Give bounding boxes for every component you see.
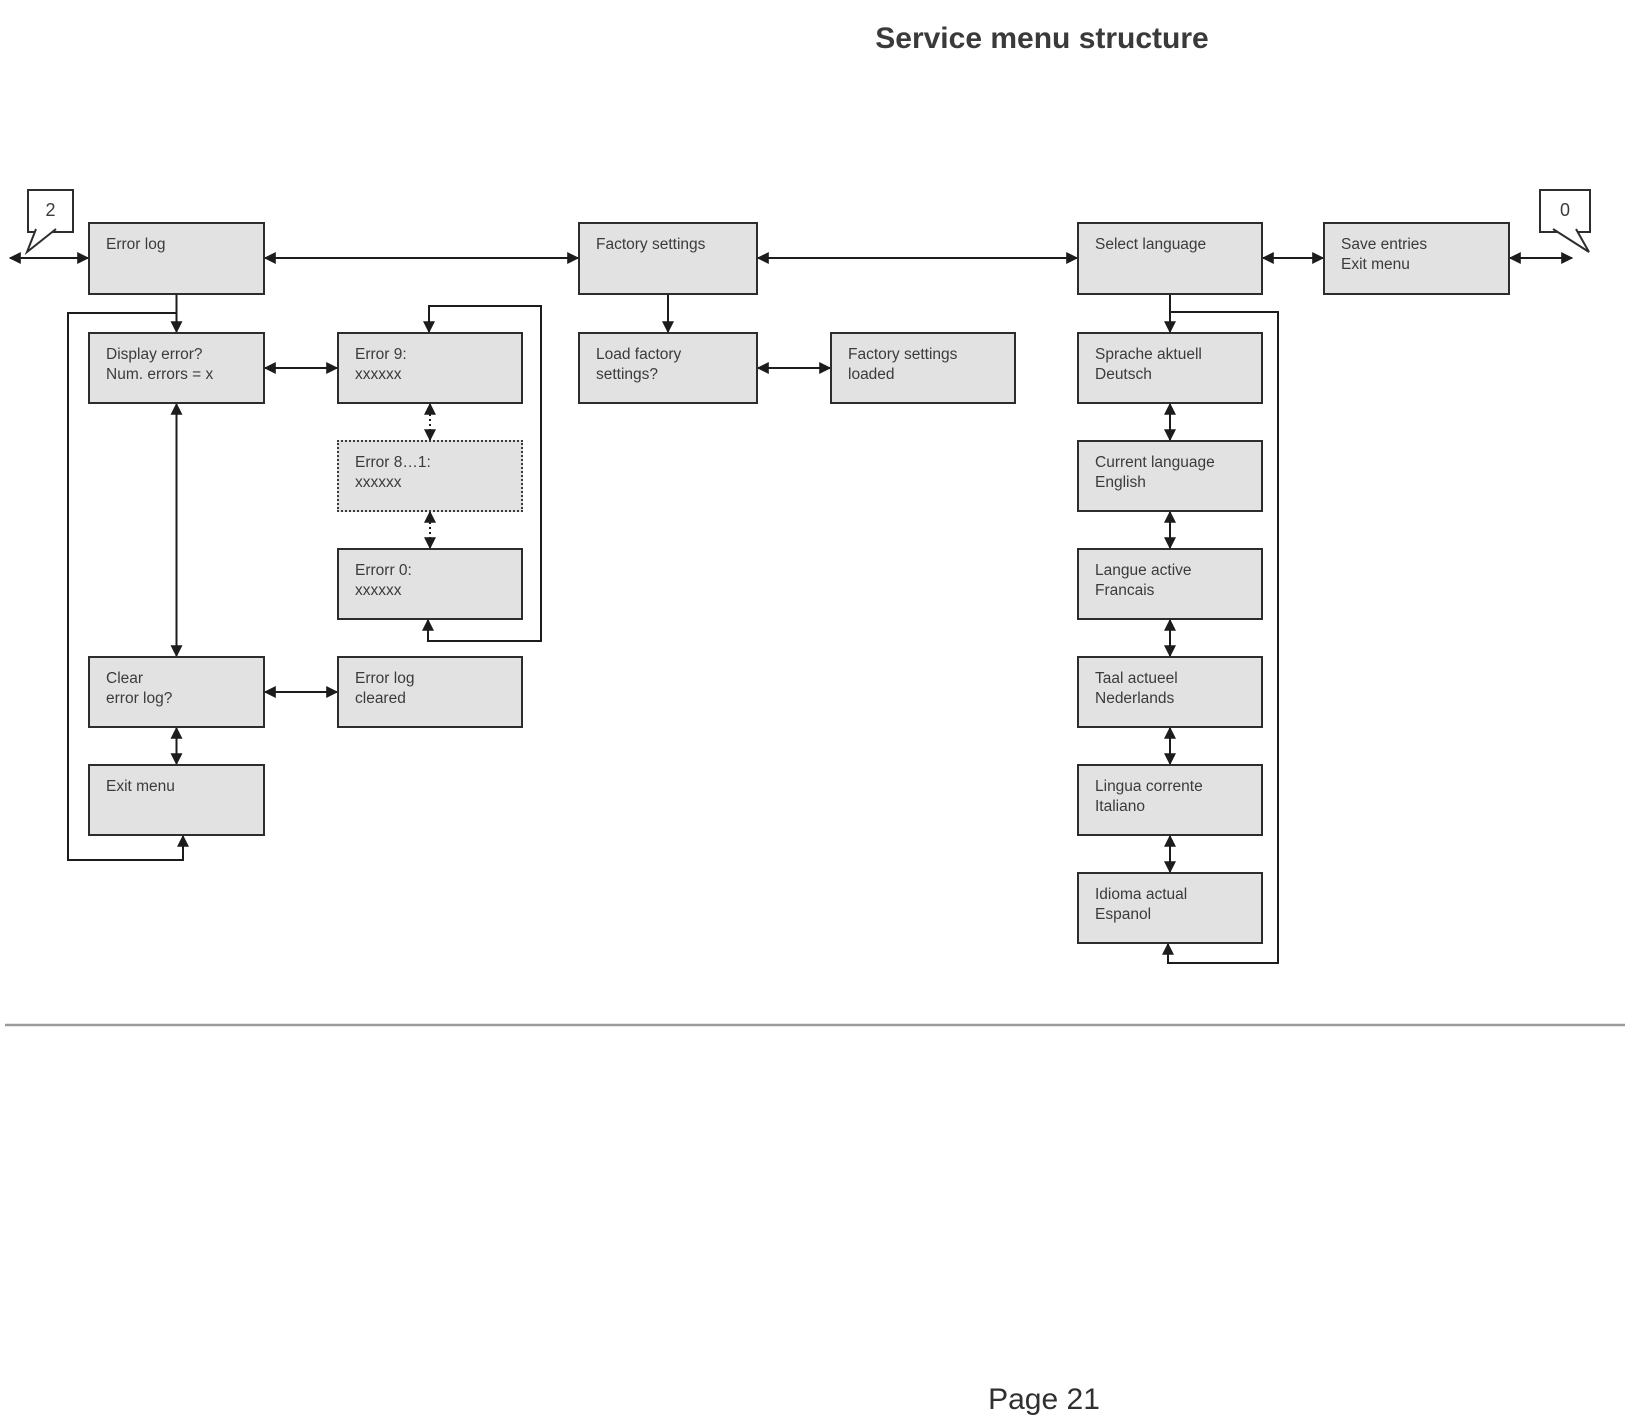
node-text-line: Taal actueel <box>1095 670 1178 687</box>
node-text-line: Exit menu <box>1341 255 1410 273</box>
node-text-line: Error log <box>355 670 415 687</box>
node-text-line: Sprache aktuell <box>1095 346 1202 363</box>
node-text-line: loaded <box>848 365 895 383</box>
node-text-line: Italiano <box>1095 797 1145 815</box>
node-text-line: Save entries <box>1341 236 1428 253</box>
loop-selectlang-idioma <box>1162 311 1279 964</box>
node-text-line: Factory settings <box>848 346 958 363</box>
node-text-line: settings? <box>596 365 659 383</box>
loop-error9-error0 <box>422 305 542 642</box>
node-error-8-1: Error 8…1: xxxxxx <box>337 440 523 512</box>
node-save-entries: Save entries Exit menu <box>1323 222 1510 295</box>
node-text-line: Display error? <box>106 346 203 363</box>
node-text-line: xxxxxx <box>355 473 402 491</box>
node-text-line: Lingua corrente <box>1095 778 1203 795</box>
node-lang-deutsch: Sprache aktuell Deutsch <box>1077 332 1263 404</box>
node-exit-menu: Exit menu <box>88 764 265 836</box>
node-error-9: Error 9: xxxxxx <box>337 332 523 404</box>
callout-key-2-label: 2 <box>45 200 56 220</box>
node-text-line: Factory settings <box>596 236 706 253</box>
node-text-line: Load factory <box>596 346 682 363</box>
node-text-line: Espanol <box>1095 905 1152 923</box>
node-text-line: xxxxxx <box>355 365 402 383</box>
node-text-line: Idioma actual <box>1095 886 1188 903</box>
node-text-line: Current language <box>1095 454 1215 471</box>
node-error-0: Errorr 0: xxxxxx <box>337 548 523 620</box>
node-display-error: Display error? Num. errors = x <box>88 332 265 404</box>
node-text-line: error log? <box>106 689 173 707</box>
callout-key-0 <box>1539 189 1591 253</box>
node-factory-settings: Factory settings <box>578 222 758 295</box>
node-text-line: Nederlands <box>1095 689 1175 707</box>
node-lang-italiano: Lingua corrente Italiano <box>1077 764 1263 836</box>
node-text-line: Clear <box>106 670 144 687</box>
node-text-line: Error log <box>106 236 166 253</box>
node-text-line: English <box>1095 473 1146 491</box>
node-factory-loaded: Factory settings loaded <box>830 332 1016 404</box>
node-text-line: Errorr 0: <box>355 562 412 579</box>
node-lang-espanol: Idioma actual Espanol <box>1077 872 1263 944</box>
node-text-line: Select language <box>1095 236 1207 253</box>
node-clear-error-log: Clear error log? <box>88 656 265 728</box>
callout-tail <box>1552 228 1590 253</box>
loop-errorlog-exitmenu <box>67 312 189 861</box>
node-select-language: Select language <box>1077 222 1263 295</box>
node-lang-nederlands: Taal actueel Nederlands <box>1077 656 1263 728</box>
callout-tail <box>24 228 57 256</box>
node-lang-francais: Langue active Francais <box>1077 548 1263 620</box>
page-number: Page 21 <box>988 1383 1100 1416</box>
node-text-line: Num. errors = x <box>106 365 214 383</box>
node-lang-english: Current language English <box>1077 440 1263 512</box>
node-load-factory: Load factory settings? <box>578 332 758 404</box>
callout-key-0-label: 0 <box>1559 200 1570 220</box>
node-text-line: Langue active <box>1095 562 1192 579</box>
node-text-line: cleared <box>355 689 406 707</box>
callout-key-2 <box>24 189 74 256</box>
node-error-log: Error log <box>88 222 265 295</box>
node-text-line: Francais <box>1095 581 1155 599</box>
node-text-line: Exit menu <box>106 778 175 795</box>
page-title: Service menu structure <box>875 22 1209 55</box>
node-text-line: Error 8…1: <box>355 454 431 471</box>
node-text-line: Deutsch <box>1095 365 1152 383</box>
node-text-line: xxxxxx <box>355 581 402 599</box>
node-text-line: Error 9: <box>355 346 407 363</box>
node-error-log-cleared: Error log cleared <box>337 656 523 728</box>
